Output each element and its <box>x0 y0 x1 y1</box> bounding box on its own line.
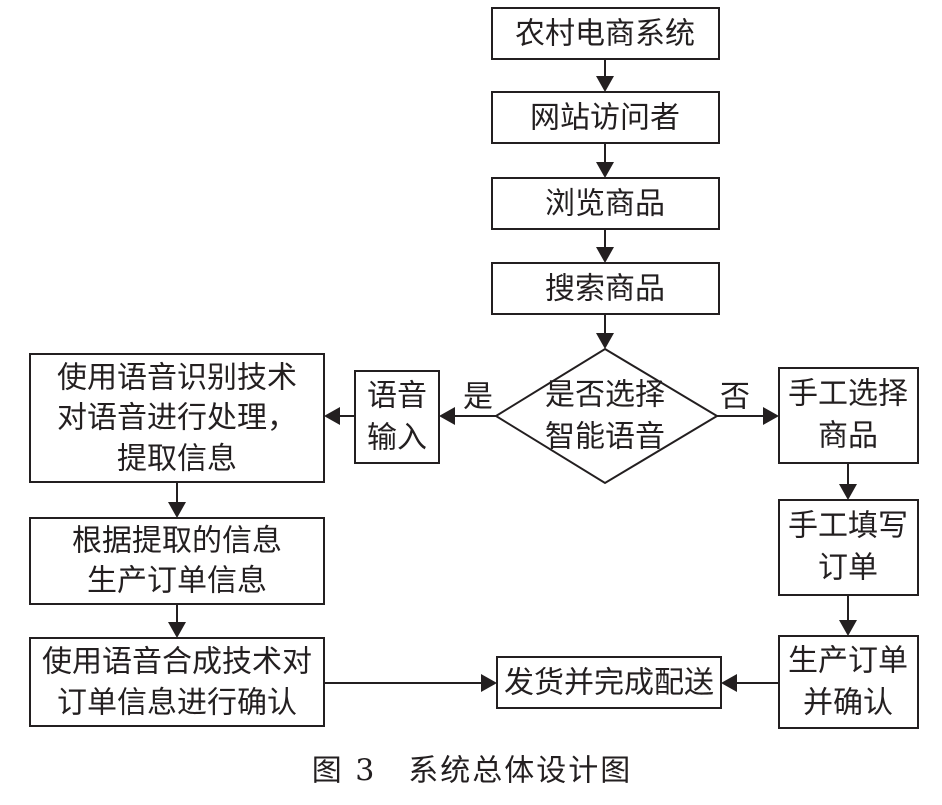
figure-caption: 图 3 系统总体设计图 <box>312 754 633 789</box>
edge-decision-no <box>717 407 779 425</box>
node-produce-confirm-box <box>778 635 919 729</box>
node-manual-select-line-2: 商品 <box>818 419 878 454</box>
node-system-box <box>491 7 720 60</box>
edge-voice-to-recognition <box>324 407 355 425</box>
node-manual-fill-line-2: 订单 <box>818 551 878 586</box>
edge-yes-label: 是 <box>463 380 493 415</box>
node-produce-confirm-line-2: 并确认 <box>803 686 893 721</box>
node-voice-input-box <box>354 370 440 464</box>
node-speech-recognition-line-1: 使用语音识别技术 <box>57 361 297 396</box>
node-manual-fill-box <box>778 499 919 596</box>
edge-search-to-decision <box>596 314 614 349</box>
edge-decision-yes <box>439 407 496 425</box>
node-decision-line-2: 智能语音 <box>545 420 665 455</box>
node-manual-select-line-1: 手工选择 <box>788 377 908 412</box>
edge-system-to-visitor <box>596 59 614 92</box>
node-search-label: 搜索商品 <box>545 272 665 307</box>
node-decision-line-1: 是否选择 <box>545 378 665 413</box>
node-decision-diamond <box>494 347 719 485</box>
edge-browse-to-search <box>596 229 614 263</box>
node-speech-synthesis-line-2: 订单信息进行确认 <box>57 686 297 721</box>
edge-recognition-to-generate <box>168 482 186 518</box>
edge-visitor-to-browse <box>596 143 614 178</box>
edge-select-to-fill <box>839 463 857 500</box>
node-search-box <box>491 262 720 315</box>
node-speech-recognition-line-3: 提取信息 <box>117 442 237 477</box>
node-voice-input-line-2: 输入 <box>367 421 427 456</box>
edge-no-label: 否 <box>720 380 750 415</box>
node-speech-recognition-box <box>29 353 325 483</box>
node-generate-order-line-1: 根据提取的信息 <box>72 524 282 559</box>
edge-produce-to-ship <box>721 674 779 692</box>
node-visitor-label: 网站访问者 <box>530 101 680 136</box>
node-manual-fill-line-1: 手工填写 <box>788 509 908 544</box>
edge-synthesis-to-ship <box>324 674 497 692</box>
node-speech-synthesis-line-1: 使用语音合成技术对 <box>42 645 312 680</box>
node-voice-input-line-1: 语音 <box>367 379 427 414</box>
edge-generate-to-synthesis <box>168 604 186 638</box>
node-speech-recognition-line-2: 对语音进行处理， <box>57 401 297 436</box>
node-speech-synthesis-box <box>29 637 325 727</box>
node-generate-order-line-2: 生产订单信息 <box>87 564 267 599</box>
node-system-label: 农村电商系统 <box>515 17 695 52</box>
node-visitor-box <box>491 91 720 144</box>
node-browse-label: 浏览商品 <box>545 187 665 222</box>
node-ship-box <box>496 656 722 709</box>
node-ship-label: 发货并完成配送 <box>504 666 714 701</box>
edge-fill-to-produce <box>839 595 857 636</box>
node-produce-confirm-line-1: 生产订单 <box>788 644 908 679</box>
